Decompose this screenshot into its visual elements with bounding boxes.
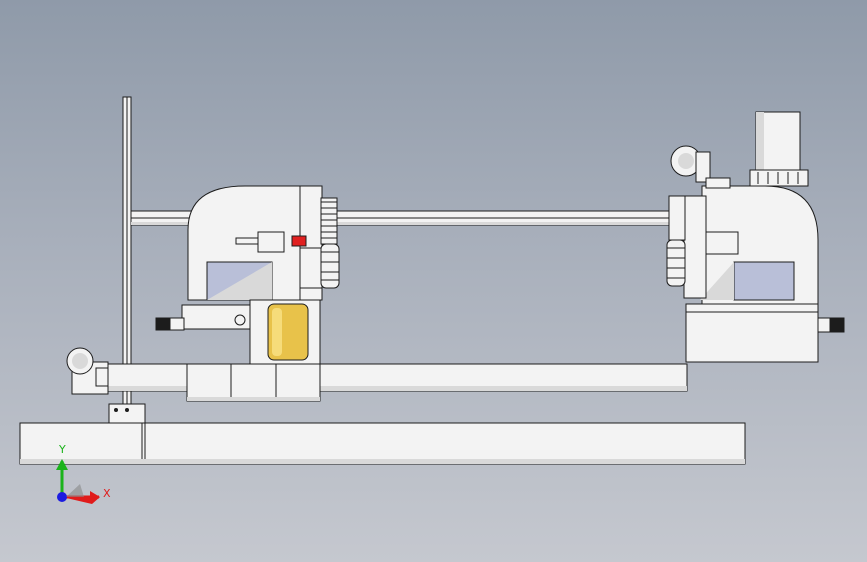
axis-y-label: Y [59,443,66,456]
base-beam-body [19,422,746,465]
carriage-rail-shadow [108,386,687,391]
left-head-red-stop [291,235,307,247]
left-clamp-head[interactable] [187,185,340,301]
left-slide-cap [169,317,185,331]
right-base-cap [817,317,831,333]
left-head-jaw-bevel [207,262,272,300]
right-motor-flange [749,169,809,187]
coordinate-triad [56,459,100,504]
left-head-handwheel [320,243,340,289]
triad-shadow [66,484,84,497]
right-clamp-head[interactable] [666,185,845,363]
post-foot-bolt-left [114,408,118,412]
right-base-block [685,303,819,363]
right-aux-motor-bracket [705,177,731,189]
left-handwheel-ribs [321,251,339,281]
right-head-side-plate [683,195,707,299]
right-head-jaw-bevel [700,262,734,300]
left-slide-pin [234,314,246,326]
left-head-gear [320,197,338,245]
left-gear-teeth [321,201,337,239]
right-motor-can-shade [756,112,764,178]
right-base-black-knob [829,317,845,333]
carriage-block [186,363,321,402]
left-motor-coupler [95,367,109,387]
right-head-gauge [701,231,739,255]
base-beam-shadow [20,459,745,464]
right-handwheel-ribs [667,247,685,279]
right-aux-motor-body [695,151,711,183]
left-slide-black-knob [155,317,171,331]
axis-x-head [90,491,100,503]
left-head-gauge-stem [235,237,259,245]
vertical-post[interactable] [108,96,146,424]
carriage-block-shadow [187,397,320,401]
base-beam[interactable] [19,422,746,465]
right-aux-motor-disc-inner [678,153,694,169]
left-end-motor[interactable] [66,347,109,395]
lower-carriage-rail[interactable] [107,363,688,402]
right-motor-flange-fins [757,172,799,184]
axis-x-label: X [103,487,111,500]
post-foot-bracket [108,403,146,424]
guide-rod-shadow [131,222,679,225]
left-head-slide [299,247,323,289]
post-foot-bolt-mid [125,408,129,412]
left-motor-disc-inner [72,353,88,369]
left-lower-unit[interactable] [155,299,321,365]
brass-cylinder-highlight [272,308,282,356]
right-head-handwheel [666,239,686,287]
axis-y-arrow-icon [56,459,68,470]
left-head-gauge [257,231,285,253]
right-top-motor[interactable] [670,111,809,189]
axis-z-dot-icon [57,492,67,502]
right-head-gear [668,195,686,241]
right-head-jaw [733,261,795,301]
